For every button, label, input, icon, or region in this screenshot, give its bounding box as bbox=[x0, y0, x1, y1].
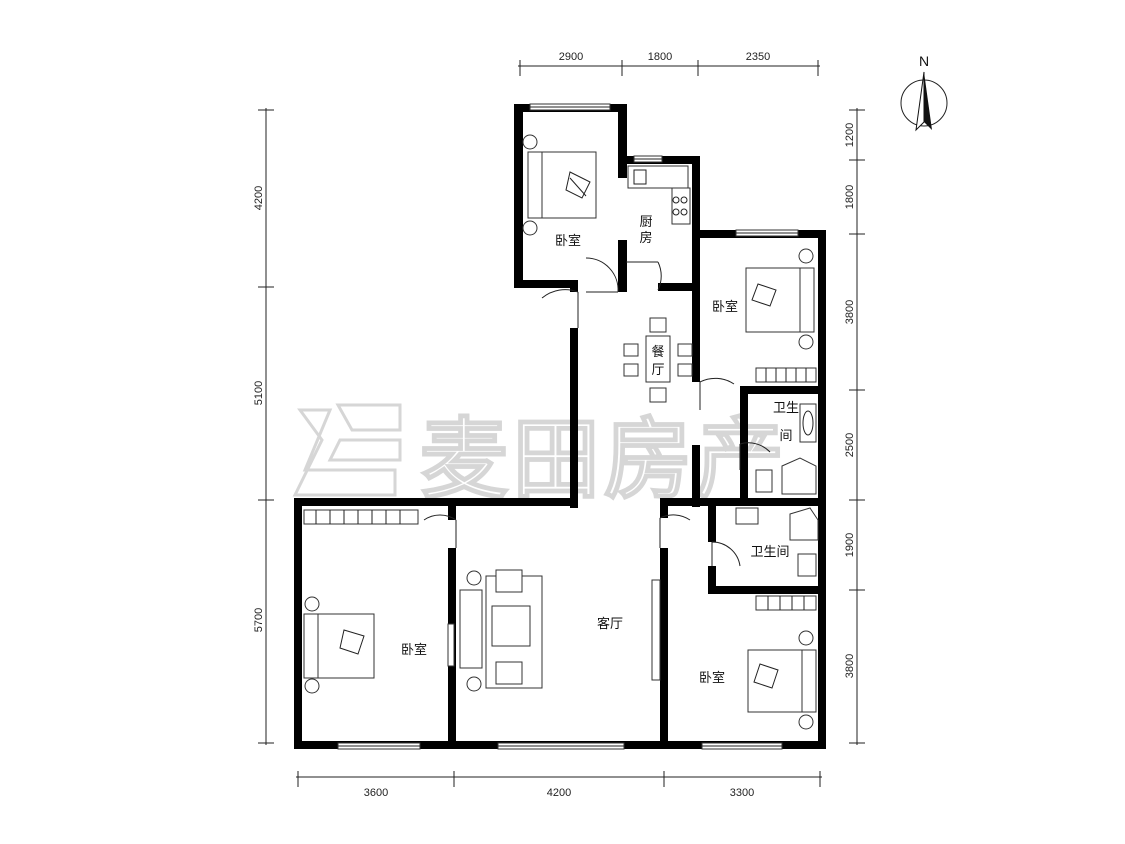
dim-right-3: 3800 bbox=[844, 300, 856, 324]
label-bath2: 卫生间 bbox=[750, 545, 789, 560]
doors bbox=[423, 257, 771, 567]
dim-left-1: 4200 bbox=[253, 186, 265, 210]
watermark: 麦田房产 bbox=[292, 403, 788, 512]
dim-right-4: 2500 bbox=[844, 433, 856, 457]
label-living: 客厅 bbox=[597, 616, 623, 632]
bed-sw bbox=[303, 509, 419, 694]
watermark-brand-text: 麦田房产 bbox=[420, 408, 788, 511]
label-dining-1: 餐 bbox=[651, 344, 664, 360]
kitchen-counter bbox=[627, 165, 691, 225]
label-bedroom-east: 卧室 bbox=[712, 299, 738, 315]
dim-top-1: 2900 bbox=[559, 51, 583, 63]
dim-bottom-3: 3300 bbox=[730, 787, 754, 799]
dimension-lines bbox=[258, 60, 865, 787]
label-kitchen-2: 房 bbox=[639, 230, 652, 246]
dim-right-5: 1900 bbox=[844, 533, 856, 557]
label-bath1-2: 间 bbox=[779, 429, 792, 444]
dim-left-3: 5700 bbox=[253, 608, 265, 632]
label-kitchen-1: 厨 bbox=[639, 215, 652, 230]
bed-north bbox=[522, 134, 597, 236]
bath1-fixtures bbox=[755, 403, 817, 495]
bed-se bbox=[747, 595, 817, 730]
dim-right-6: 3800 bbox=[844, 654, 856, 678]
north-label: N bbox=[919, 53, 929, 69]
sofa-set bbox=[447, 569, 661, 692]
dimension-labels-bottom: 3600 4200 3300 bbox=[364, 787, 754, 799]
dining-table bbox=[623, 317, 693, 403]
label-bedroom-se: 卧室 bbox=[699, 670, 725, 686]
bed-east bbox=[745, 248, 817, 383]
label-bath1-1: 卫生 bbox=[773, 401, 799, 416]
dimension-labels-right: 1200 1800 3800 2500 1900 3800 bbox=[844, 123, 856, 678]
label-bedroom-north: 卧室 bbox=[555, 233, 581, 249]
north-arrow-icon: N bbox=[900, 53, 948, 132]
label-bedroom-sw: 卧室 bbox=[401, 642, 427, 658]
maitian-logo-icon bbox=[292, 403, 402, 497]
dimension-labels-left: 4200 5100 5700 bbox=[253, 186, 265, 632]
dimension-labels-top: 2900 1800 2350 bbox=[559, 51, 770, 63]
dim-left-2: 5100 bbox=[253, 381, 265, 405]
dim-right-1: 1200 bbox=[844, 123, 856, 147]
dim-top-3: 2350 bbox=[746, 51, 770, 63]
dim-bottom-2: 4200 bbox=[547, 787, 571, 799]
dim-top-2: 1800 bbox=[648, 51, 672, 63]
windows bbox=[337, 103, 799, 750]
bath2-fixtures bbox=[735, 507, 819, 577]
label-dining-2: 厅 bbox=[651, 363, 664, 378]
dim-right-2: 1800 bbox=[844, 185, 856, 209]
dim-bottom-1: 3600 bbox=[364, 787, 388, 799]
